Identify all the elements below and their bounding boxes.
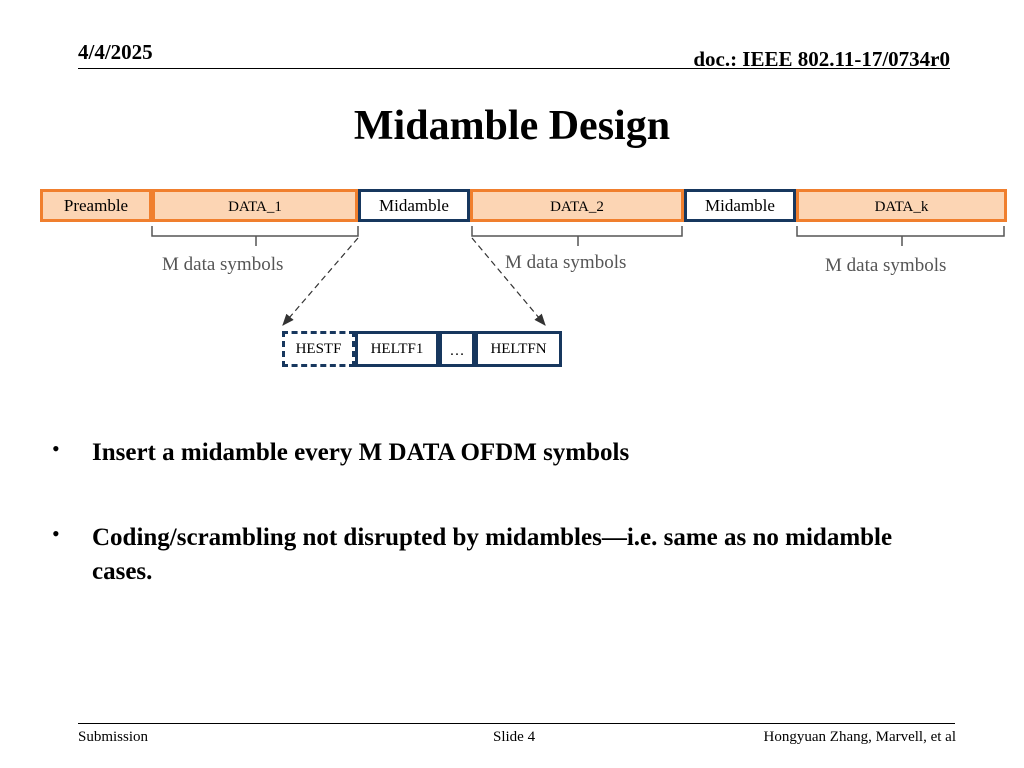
preamble-block: Preamble xyxy=(40,189,152,222)
bullet-marker: • xyxy=(52,436,60,461)
brace-label-3: M data symbols xyxy=(825,255,947,276)
bullet-item-2: • Coding/scrambling not disrupted by mid… xyxy=(52,521,912,589)
header-divider xyxy=(78,68,950,69)
midamble-2-block: Midamble xyxy=(684,189,796,222)
footer-authors: Hongyuan Zhang, Marvell, et al xyxy=(763,729,956,745)
bullet-text-1: Insert a midamble every M DATA OFDM symb… xyxy=(92,439,630,466)
midamble-1-block: Midamble xyxy=(358,189,470,222)
hestf-block: HESTF xyxy=(282,331,355,367)
data-2-block: DATA_2 xyxy=(470,189,684,222)
hestf-label: HESTF xyxy=(295,340,342,357)
ellipsis-label: … xyxy=(449,343,465,359)
data-2-label: DATA_2 xyxy=(550,199,604,215)
brace-label-2: M data symbols xyxy=(505,252,627,273)
heltf1-label: HELTF1 xyxy=(370,340,424,357)
header-doc-id: doc.: IEEE 802.11-17/0734r0 xyxy=(693,47,950,71)
brace-label-1: M data symbols xyxy=(162,254,284,275)
slide-title: Midamble Design xyxy=(353,103,671,149)
heltfn-block: HELTFN xyxy=(475,331,562,367)
footer-slide-number: Slide 4 xyxy=(493,729,536,745)
midamble-2-label: Midamble xyxy=(705,195,775,215)
data-1-block: DATA_1 xyxy=(152,189,358,222)
brace-group-2 xyxy=(471,226,683,246)
midamble-1-label: Midamble xyxy=(379,195,449,215)
header-date: 4/4/2025 xyxy=(78,40,153,64)
preamble-label: Preamble xyxy=(63,195,129,215)
footer-divider xyxy=(78,723,955,724)
bullet-text-2: Coding/scrambling not disrupted by midam… xyxy=(92,524,893,585)
brace-group-1 xyxy=(151,226,359,246)
heltfn-label: HELTFN xyxy=(490,340,547,357)
data-1-label: DATA_1 xyxy=(228,199,282,215)
brace-group-3 xyxy=(796,226,1005,246)
bullet-item-1: • Insert a midamble every M DATA OFDM sy… xyxy=(52,436,912,470)
ellipsis-block: … xyxy=(439,331,475,367)
arrow-right xyxy=(471,237,546,326)
data-k-block: DATA_k xyxy=(796,189,1007,222)
footer-left: Submission xyxy=(78,729,149,745)
bullet-marker: • xyxy=(52,521,60,546)
data-k-label: DATA_k xyxy=(874,199,929,215)
heltf1-block: HELTF1 xyxy=(355,331,439,367)
arrow-left xyxy=(282,237,359,326)
